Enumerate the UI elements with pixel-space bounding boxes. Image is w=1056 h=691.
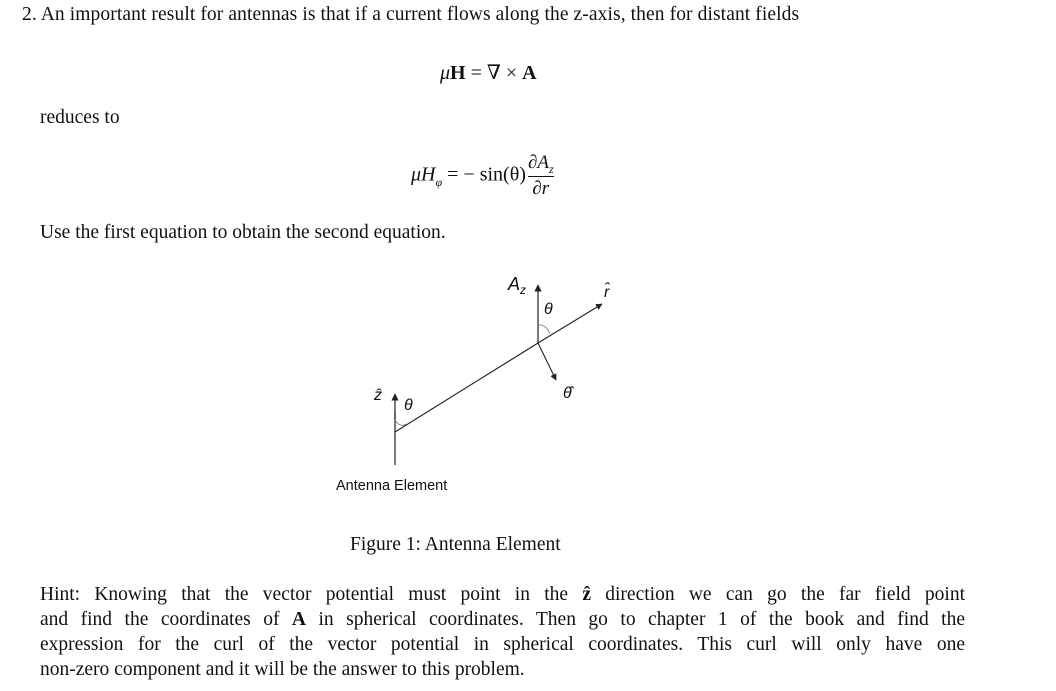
r-hat-arrow — [537, 303, 603, 344]
label-z-hat: ẑ — [374, 387, 382, 404]
eq1-mu: μ — [440, 62, 451, 84]
eq1-A: A — [522, 62, 537, 84]
hint-A: A — [291, 609, 307, 630]
eq1-nabla: ∇ — [486, 62, 501, 84]
eq2-denominator: ∂r — [532, 178, 550, 199]
theta-arc-top — [537, 324, 551, 335]
eq2-partial: ∂ — [527, 152, 538, 173]
hint-zhat: ẑ — [582, 584, 591, 605]
eq2-rhs-prefix: = − sin(θ) — [447, 163, 526, 186]
eq2-numerator: ∂Az — [527, 152, 554, 176]
antenna-figure: Az θ r̂ θ̂ ẑ θ Antenna Element — [330, 270, 630, 500]
equation-h-phi: μHφ = − sin(θ) ∂Az ∂r — [411, 152, 554, 200]
problem-number: 2. — [22, 4, 37, 25]
hint-line-2: and find the coordinates of A in spheric… — [40, 609, 966, 630]
theta-hat-arrow — [537, 342, 557, 381]
hint-paragraph: Hint: Knowing that the vector potential … — [40, 582, 965, 682]
eq2-fraction: ∂Az ∂r — [527, 152, 554, 200]
label-theta-top: θ — [544, 301, 553, 318]
hint-line-1: Hint: Knowing that the vector potential … — [40, 584, 966, 605]
hint-line-3: expression for the curl of the vector po… — [40, 634, 965, 655]
eq1-H: H — [450, 62, 466, 84]
instruction-text: Use the first equation to obtain the sec… — [40, 222, 446, 243]
eq2-fraction-bar — [527, 176, 554, 177]
antenna-diagram — [391, 284, 603, 465]
label-theta-hat: θ̂ — [563, 385, 572, 402]
reduces-to-text: reduces to — [40, 107, 120, 128]
eq2-sub-phi: φ — [435, 174, 443, 189]
equation-curl: μH = ∇ × A — [440, 60, 537, 85]
eq2-mu: μ — [411, 163, 422, 186]
eq2-H: H — [421, 163, 436, 186]
eq2-num-A: A — [537, 152, 549, 173]
label-antenna-element: Antenna Element — [336, 478, 448, 494]
radial-line — [394, 342, 539, 433]
figure-caption: Figure 1: Antenna Element — [350, 534, 561, 555]
hint-line-4: non-zero component and it will be the an… — [40, 659, 525, 680]
theta-arc-bottom — [394, 419, 407, 426]
label-theta-bottom: θ — [404, 397, 413, 414]
label-r-hat: r̂ — [604, 284, 610, 301]
problem-intro: An important result for antennas is that… — [40, 4, 800, 25]
label-az: Az — [508, 274, 527, 297]
eq2-num-sub-z: z — [548, 162, 554, 176]
eq1-times: × — [505, 62, 518, 84]
problem-statement: 2. An important result for antennas is t… — [22, 4, 799, 26]
eq1-equals: = — [470, 62, 482, 84]
